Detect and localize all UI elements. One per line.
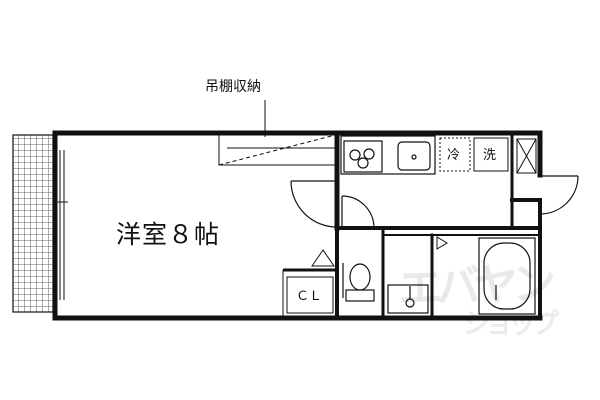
entrance-door bbox=[539, 175, 579, 215]
washer-label: 洗 bbox=[483, 148, 497, 163]
closet-label: ＣＬ bbox=[296, 289, 323, 304]
appliance-spaces bbox=[439, 137, 537, 174]
wet-area-walls bbox=[335, 226, 543, 321]
hanging-shelf-storage bbox=[218, 100, 336, 166]
room-label: 洋室８帖 bbox=[116, 220, 221, 249]
bath-door-marker bbox=[436, 236, 448, 250]
main-room-walls bbox=[52, 130, 341, 321]
room-door bbox=[290, 180, 338, 228]
bathtub bbox=[478, 237, 536, 315]
fridge-label: 冷 bbox=[447, 148, 461, 163]
balcony-window bbox=[56, 150, 68, 300]
toilet-door bbox=[341, 195, 375, 229]
kitchen-walls bbox=[334, 130, 543, 231]
toilet-fixture bbox=[342, 263, 375, 302]
balcony bbox=[12, 134, 54, 313]
closet bbox=[282, 249, 339, 318]
hanging-shelf-label: 吊棚収納 bbox=[205, 79, 261, 95]
kitchen-counter bbox=[340, 135, 436, 175]
wash-basin bbox=[387, 284, 429, 314]
watermark-logo-sub: ショップ bbox=[462, 307, 559, 340]
